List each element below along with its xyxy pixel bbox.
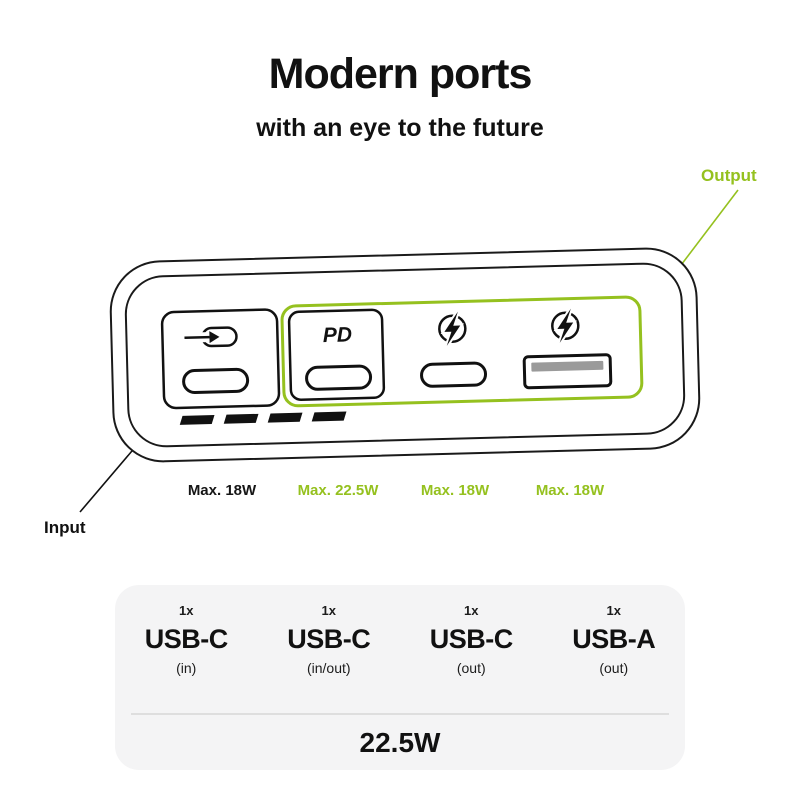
spec-card: 1x USB-C (in) 1x USB-C (in/out) 1x USB-C… [115,585,685,770]
port-quantity: 1x [606,603,621,618]
total-power: 22.5W [359,726,441,758]
spec-card-divider [131,713,669,715]
usb-c-port-in [182,367,250,394]
spec-column-usb-c-in: 1x USB-C (in) [115,601,258,713]
input-label: Input [44,518,86,537]
pd-label: PD [323,323,353,347]
pd-port-box [287,308,386,401]
usb-c-port-pd [305,364,373,391]
usb-a-port-out [522,353,613,390]
spec-column-usb-c-inout: 1x USB-C (in/out) [258,601,401,713]
max-power-label: Max. 18W [420,482,490,499]
charge-bolt-icon [551,307,580,345]
powerbank-body: PD [109,247,701,463]
port-quantity: 1x [179,603,194,618]
powerbank-diagram: PD [79,189,739,513]
max-power-label: Max. 22.5W [297,482,379,499]
port-mode: (out) [599,660,629,676]
usb-input-arrow-icon [184,326,238,348]
spec-column-usb-c-out: 1x USB-C (out) [400,601,543,713]
output-ports-box [280,295,644,408]
page-subtitle: with an eye to the future [256,114,544,142]
max-power-label: Max. 18W [187,482,257,499]
port-quantity: 1x [321,603,336,618]
port-name: USB-C [144,624,228,654]
port-mode: (in) [176,660,197,676]
battery-level-indicator [179,411,347,425]
input-port-box [160,308,281,410]
charge-bolt-icon [438,310,467,347]
output-label: Output [701,166,757,185]
port-mode: (out) [456,660,486,676]
spec-column-usb-a-out: 1x USB-A (out) [543,601,686,713]
spec-columns: 1x USB-C (in) 1x USB-C (in/out) 1x USB-C… [115,585,685,713]
usb-c-port-out [420,361,488,388]
port-name: USB-C [287,624,371,654]
port-name: USB-C [429,624,513,654]
port-quantity: 1x [464,603,479,618]
page-title: Modern ports [268,50,533,98]
max-power-label: Max. 18W [535,482,605,499]
port-mode: (in/out) [306,660,351,676]
port-name: USB-A [572,624,656,654]
